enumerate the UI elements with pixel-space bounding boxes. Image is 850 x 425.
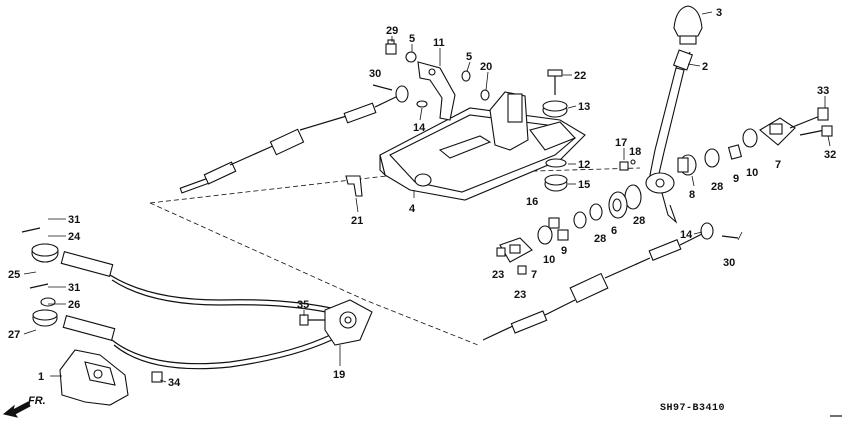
diagram-code: SH97-B3410 <box>660 403 725 414</box>
callout-2: 2 <box>702 61 708 73</box>
callout-24: 24 <box>68 231 81 243</box>
leader-lines <box>23 11 831 383</box>
callout-5b: 5 <box>466 51 472 63</box>
callout-33: 33 <box>817 85 829 97</box>
callout-numbers: 3 2 29 5 11 5 20 30 22 14 13 33 32 17 18… <box>8 7 836 389</box>
callout-28a: 28 <box>711 181 723 193</box>
callout-25: 25 <box>8 269 20 281</box>
callout-16: 16 <box>526 196 538 208</box>
callout-14b: 14 <box>680 229 693 241</box>
fasteners-top <box>385 39 490 108</box>
assembly-guide-lines <box>149 167 641 346</box>
detent-plate <box>417 61 456 121</box>
callout-18: 18 <box>629 146 641 158</box>
callout-7a: 7 <box>775 159 781 171</box>
callout-11: 11 <box>433 37 445 49</box>
lower-control-cable <box>482 222 739 341</box>
callout-8: 8 <box>689 189 695 201</box>
cable-bracket <box>59 349 163 406</box>
callout-5a: 5 <box>409 33 415 45</box>
callout-19: 19 <box>333 369 345 381</box>
callout-30b: 30 <box>723 257 735 269</box>
callout-26: 26 <box>68 299 80 311</box>
callout-32: 32 <box>824 149 836 161</box>
shift-knob <box>673 5 703 45</box>
callout-3: 3 <box>716 7 722 19</box>
callout-22: 22 <box>574 70 586 82</box>
callout-23a: 23 <box>492 269 504 281</box>
callout-31a: 31 <box>68 214 80 226</box>
center-pivot-parts <box>496 184 642 275</box>
front-arrow: FR. <box>2 395 46 418</box>
upper-control-cable <box>179 84 409 194</box>
callout-30a: 30 <box>369 68 381 80</box>
callout-35: 35 <box>297 299 309 311</box>
callout-34: 34 <box>168 377 181 389</box>
callout-13: 13 <box>578 101 590 113</box>
callout-29: 29 <box>386 25 398 37</box>
callout-15: 15 <box>578 179 590 191</box>
callout-10a: 10 <box>746 167 758 179</box>
callout-1: 1 <box>38 371 44 383</box>
callout-31b: 31 <box>68 282 80 294</box>
callout-21: 21 <box>351 215 363 227</box>
callout-28b: 28 <box>633 215 645 227</box>
callout-27: 27 <box>8 329 20 341</box>
callout-20: 20 <box>480 61 492 73</box>
callout-17: 17 <box>615 137 627 149</box>
bolt-and-bushings <box>542 69 568 229</box>
pivot-hardware <box>619 107 833 176</box>
front-label: FR. <box>28 395 46 407</box>
callout-4: 4 <box>409 203 416 215</box>
callout-23b: 23 <box>514 289 526 301</box>
callout-14a: 14 <box>413 122 426 134</box>
clip <box>345 175 363 197</box>
callout-9b: 9 <box>561 245 567 257</box>
callout-28c: 28 <box>594 233 606 245</box>
callout-9a: 9 <box>733 173 739 185</box>
callout-6: 6 <box>611 225 617 237</box>
callout-12: 12 <box>578 159 590 171</box>
shift-lever <box>645 49 694 224</box>
left-control-cables <box>21 227 373 370</box>
callout-7b: 7 <box>531 269 537 281</box>
callout-10b: 10 <box>543 254 555 266</box>
